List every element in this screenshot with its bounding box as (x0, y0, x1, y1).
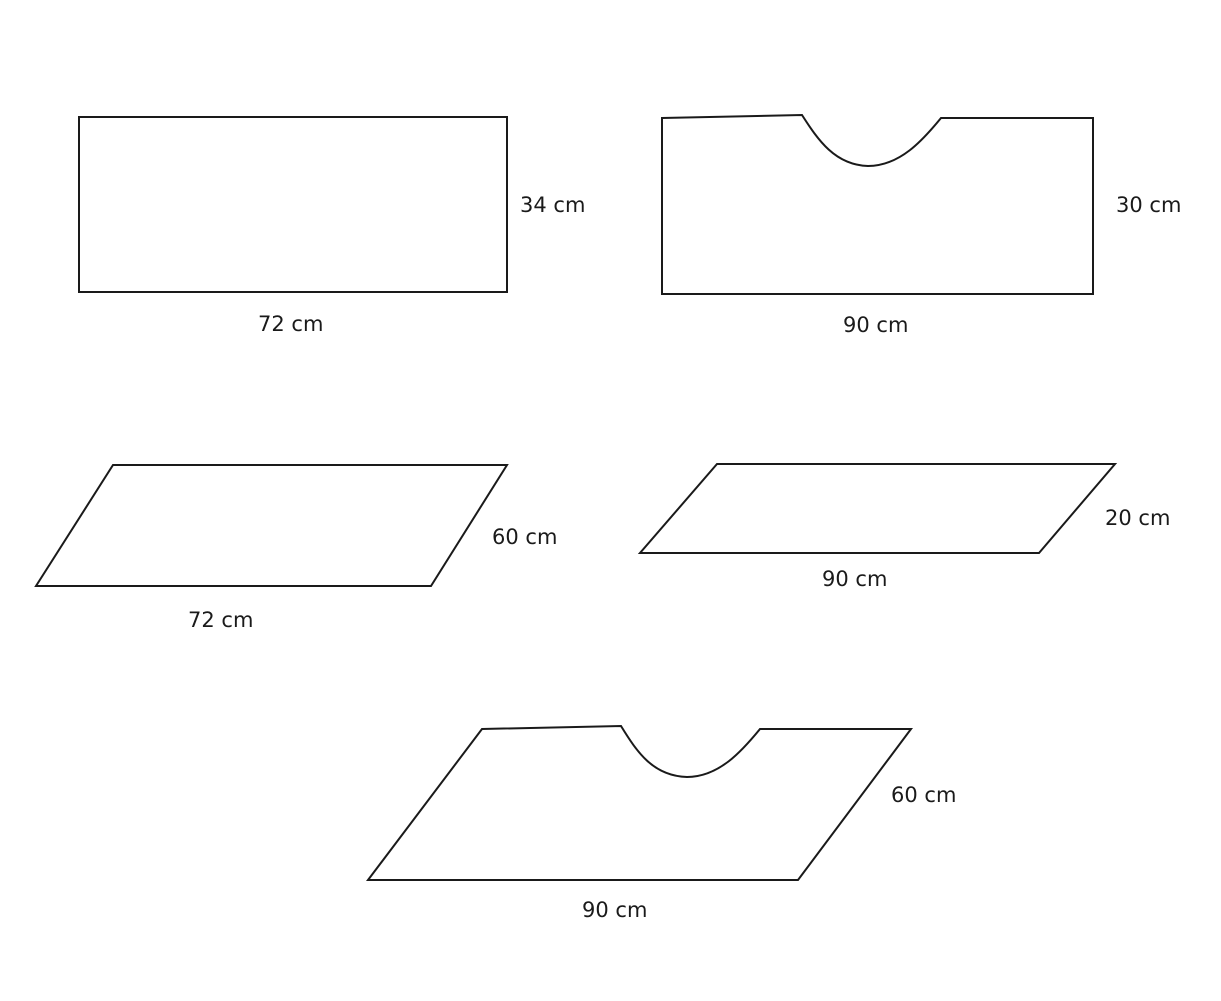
shape-1-width-label: 72 cm (258, 312, 323, 336)
shape-3-height-label: 60 cm (492, 525, 557, 549)
rectangle-outline (78, 116, 508, 293)
parallelogram-outline (637, 463, 1118, 554)
shape-4-height-label: 20 cm (1105, 506, 1170, 530)
shape-4-parallelogram: 20 cm 90 cm (637, 463, 1170, 591)
shape-2-cutout-rectangle: 30 cm 90 cm (661, 113, 1181, 337)
shape-4-width-label: 90 cm (822, 567, 887, 591)
shape-5-height-label: 60 cm (891, 783, 956, 807)
cutout-rectangle-outline (661, 113, 1094, 295)
shape-1-height-label: 34 cm (520, 193, 585, 217)
shape-2-width-label: 90 cm (843, 313, 908, 337)
shape-2-height-label: 30 cm (1116, 193, 1181, 217)
shape-5-cutout-parallelogram: 60 cm 90 cm (365, 724, 956, 922)
cutout-parallelogram-outline (365, 724, 913, 881)
shape-3-parallelogram: 60 cm 72 cm (34, 464, 557, 632)
shape-1-rectangle: 34 cm 72 cm (78, 116, 585, 336)
parallelogram-outline (34, 464, 509, 587)
shape-3-width-label: 72 cm (188, 608, 253, 632)
shape-5-width-label: 90 cm (582, 898, 647, 922)
